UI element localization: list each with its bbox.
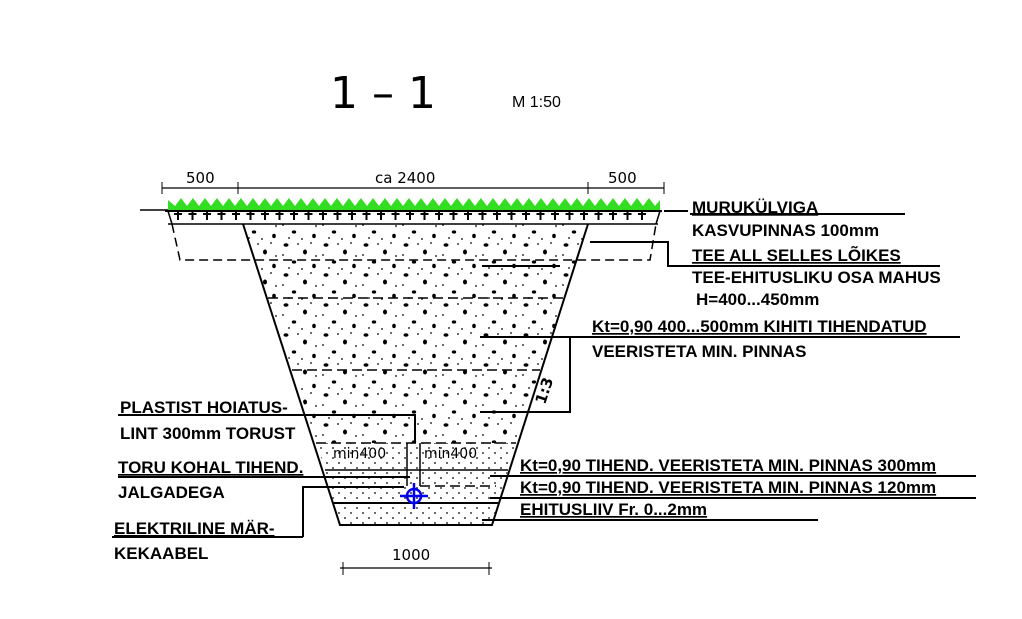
topsoil-mark (638, 211, 646, 220)
scale-label: M 1:50 (512, 94, 561, 111)
right-leaders (480, 210, 976, 521)
topsoil-mark (362, 211, 371, 220)
top-dimension: 500 ca 2400 500 (161, 169, 665, 194)
label-kasvupinnas: KASVUPINNAS 100mm (692, 221, 879, 240)
dim-right: 500 (608, 169, 637, 187)
topsoil-mark (174, 211, 182, 220)
section-title: 1 – 1 (330, 68, 436, 119)
dim-min-right: min400 (424, 446, 477, 462)
topsoil-mark (449, 211, 458, 220)
topsoil-mark (609, 211, 617, 220)
dim-min-left: min400 (333, 446, 386, 462)
topsoil-mark (551, 211, 559, 220)
label-jalgadega: JALGADEGA (118, 483, 225, 502)
topsoil-mark (420, 211, 429, 220)
label-ehitusliiv: EHITUSLIIV Fr. 0...2mm (520, 500, 707, 519)
topsoil-mark (232, 211, 240, 220)
topsoil-mark (493, 211, 501, 220)
label-toru-kohal: TORU KOHAL TIHEND. (118, 458, 303, 477)
topsoil-mark (333, 211, 342, 220)
dim-bottom: 1000 (392, 546, 430, 564)
topsoil-mark (435, 211, 443, 220)
label-elektriline: ELEKTRILINE MÄR- (114, 519, 275, 538)
topsoil-mark (594, 211, 603, 220)
label-lint: LINT 300mm TORUST (120, 424, 296, 443)
topsoil-mark (319, 211, 327, 220)
label-h: H=400...450mm (696, 290, 819, 309)
topsoil-mark (203, 211, 211, 220)
label-veeristeta: VEERISTETA MIN. PINNAS (592, 342, 806, 361)
topsoil-mark (377, 211, 385, 220)
bottom-dimension: 1000 (340, 546, 492, 575)
label-kt-kihiti: Kt=0,90 400...500mm KIHITI TIHENDATUD (592, 317, 927, 336)
topsoil-mark (217, 211, 226, 220)
topsoil-mark (348, 211, 356, 220)
left-labels: PLASTIST HOIATUS- LINT 300mm TORUST TORU… (114, 398, 303, 563)
topsoil-mark (507, 211, 516, 220)
trench-outline (242, 223, 589, 526)
label-kt-120: Kt=0,90 TIHEND. VEERISTETA MIN. PINNAS 1… (520, 478, 936, 497)
dim-left: 500 (186, 169, 215, 187)
label-kekaabel: KEKAABEL (114, 544, 208, 563)
topsoil-mark (246, 211, 255, 220)
trench-fill-sand (317, 443, 516, 525)
topsoil-mark (478, 211, 487, 220)
trench-fill-gravel (243, 224, 588, 443)
topsoil-mark (623, 211, 632, 220)
label-tee-ehitus: TEE-EHITUSLIKU OSA MAHUS (692, 268, 941, 287)
topsoil-mark (391, 211, 400, 220)
dim-middle: ca 2400 (375, 169, 435, 187)
topsoil-mark (188, 211, 197, 220)
topsoil-mark (565, 211, 574, 220)
topsoil-mark (406, 211, 414, 220)
right-labels: MURUKÜLVIGA KASVUPINNAS 100mm TEE ALL SE… (520, 198, 941, 519)
topsoil-mark (275, 211, 284, 220)
topsoil-mark (536, 211, 545, 220)
topsoil-mark (464, 211, 472, 220)
topsoil-mark (522, 211, 530, 220)
topsoil-mark (261, 211, 269, 220)
label-murukulviga: MURUKÜLVIGA (692, 198, 818, 217)
cable-icon (400, 483, 428, 509)
left-leaders (112, 414, 416, 538)
topsoil-mark (580, 211, 588, 220)
label-tee-all: TEE ALL SELLES LÕIKES (692, 245, 901, 265)
topsoil-marks (174, 211, 646, 220)
grass-layer (168, 198, 660, 210)
topsoil-mark (290, 211, 298, 220)
label-plastist: PLASTIST HOIATUS- (120, 398, 288, 417)
label-kt-300: Kt=0,90 TIHEND. VEERISTETA MIN. PINNAS 3… (520, 456, 936, 475)
topsoil-mark (304, 211, 313, 220)
